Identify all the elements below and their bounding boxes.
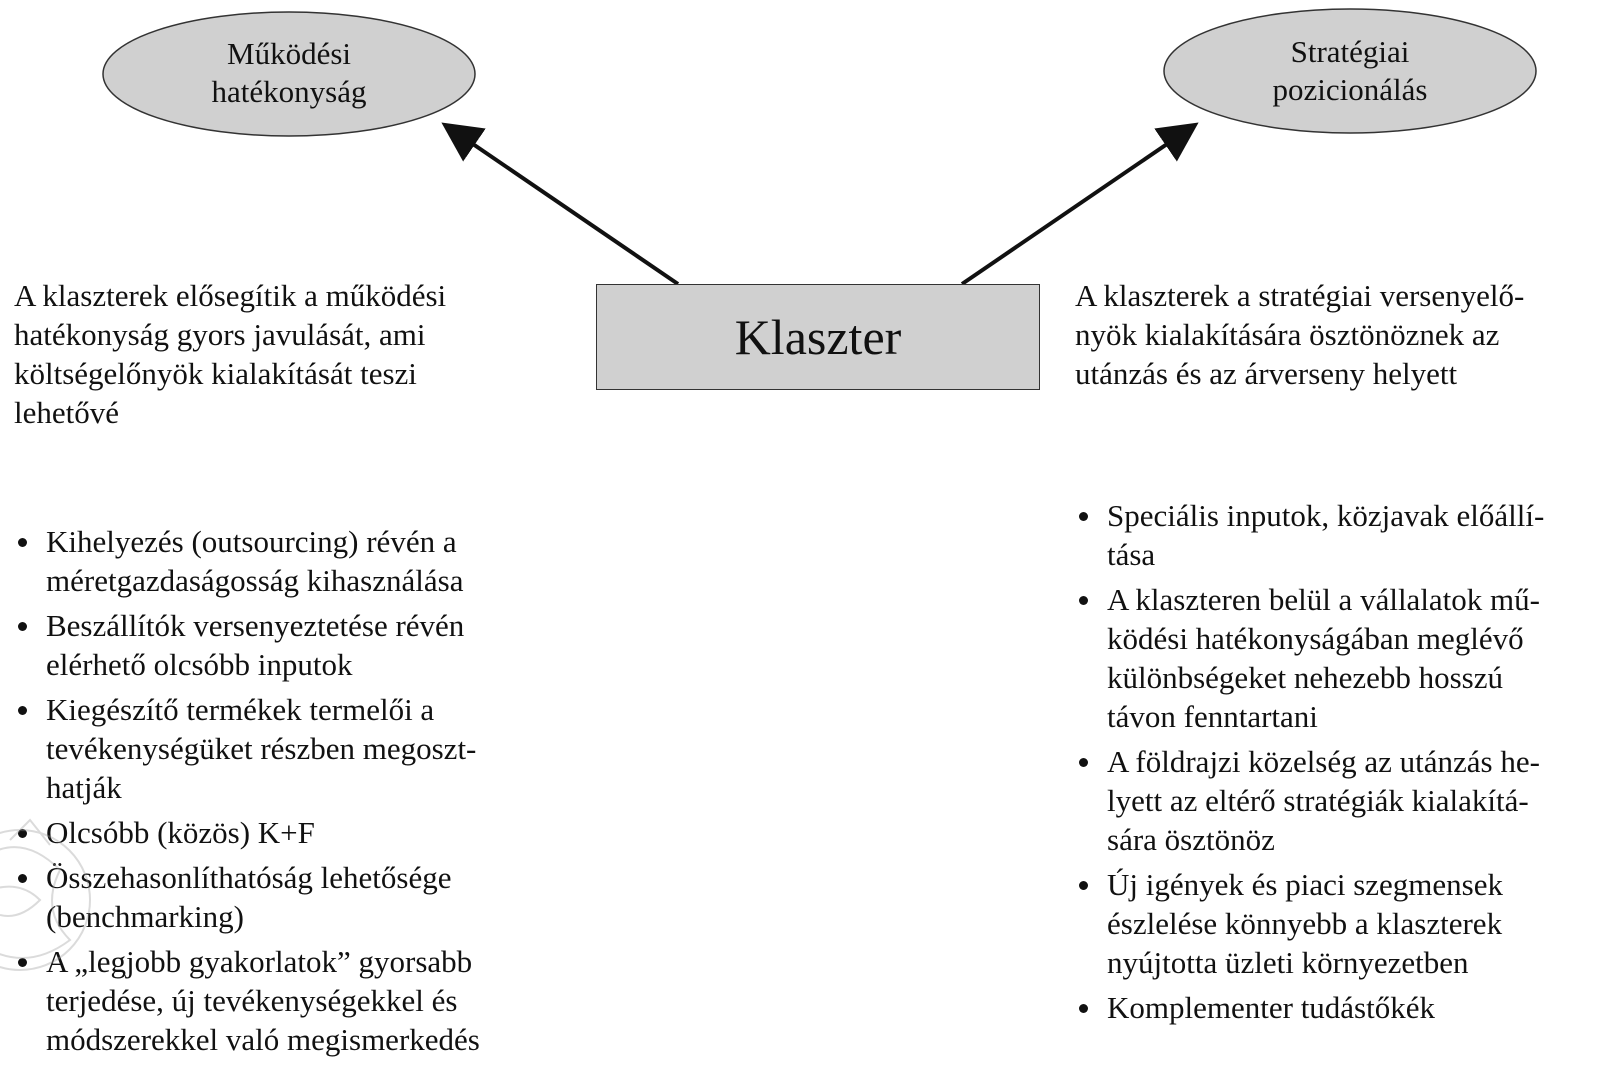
left-description-line: hatékonyság gyors javulását, ami	[14, 317, 426, 352]
left-description-line: költségelőnyök kialakítását teszi	[14, 356, 417, 391]
list-item: Olcsóbb (közös) K+F	[14, 813, 584, 852]
bullet-line: terjedése, új tevékenységekkel és	[46, 983, 458, 1018]
right-description: A klaszterek a stratégiai versenyelő- ny…	[1075, 276, 1605, 393]
bullet-line: tevékenységüket részben megoszt-	[46, 731, 477, 766]
right-description-line: nyök kialakítására ösztönöznek az	[1075, 317, 1500, 352]
watermark-emblem	[0, 818, 91, 971]
arrow-to-left-goal	[441, 122, 680, 286]
right-goal-line1: Stratégiai	[1290, 34, 1410, 69]
bullet-line: hatják	[46, 770, 122, 805]
bullet-line: ködési hatékonyságában meglévő	[1107, 621, 1524, 656]
list-item: Összehasonlíthatóság lehetősége (benchma…	[14, 858, 584, 936]
list-item: Új igények és piaci szegmensek észlelése…	[1075, 865, 1605, 982]
right-bullet-list: Speciális inputok, közjavak előállí- tás…	[1075, 496, 1605, 1033]
bullet-line: Kiegészítő termékek termelői a	[46, 692, 435, 727]
bullet-line: Olcsóbb (közös) K+F	[46, 815, 315, 850]
list-item: Beszállítók versenyeztetése révén elérhe…	[14, 606, 584, 684]
left-bullet-list: Kihelyezés (outsourcing) révén a méretga…	[14, 522, 584, 1065]
left-description-line: lehetővé	[14, 395, 120, 430]
bullet-line: Speciális inputok, közjavak előállí-	[1107, 498, 1545, 533]
list-item: A földrajzi közelség az utánzás he- lyet…	[1075, 742, 1605, 859]
bullet-line: távon fenntartani	[1107, 699, 1318, 734]
left-description-line: A klaszterek elősegítik a működési	[14, 278, 447, 313]
bullet-line: tása	[1107, 537, 1156, 572]
bullet-line: sára ösztönöz	[1107, 822, 1275, 857]
bullet-line: Beszállítók versenyeztetése révén	[46, 608, 465, 643]
right-goal-ellipse	[1163, 8, 1537, 134]
bullet-line: Összehasonlíthatóság lehetősége	[46, 860, 452, 895]
bullet-line: elérhető olcsóbb inputok	[46, 647, 353, 682]
bullet-line: Kihelyezés (outsourcing) révén a	[46, 524, 457, 559]
bullet-line: (benchmarking)	[46, 899, 244, 934]
bullet-line: különbségeket nehezebb hosszú	[1107, 660, 1503, 695]
bullet-line: Komplementer tudástőkék	[1107, 990, 1435, 1025]
arrow-to-right-goal	[960, 122, 1199, 286]
right-goal-line2: pozicionálás	[1272, 72, 1428, 107]
list-item: Komplementer tudástőkék	[1075, 988, 1605, 1027]
center-node-label: Klaszter	[734, 309, 902, 365]
list-item: Speciális inputok, közjavak előállí- tás…	[1075, 496, 1605, 574]
left-description: A klaszterek elősegítik a működési haték…	[14, 276, 574, 432]
right-description-line: A klaszterek a stratégiai versenyelő-	[1075, 278, 1525, 313]
left-goal-line2: hatékonyság	[211, 74, 367, 109]
left-goal-line1: Működési	[227, 36, 351, 71]
bullet-line: A „legjobb gyakorlatok” gyorsabb	[46, 944, 473, 979]
left-goal-ellipse	[102, 11, 476, 137]
bullet-line: A klaszteren belül a vállalatok mű-	[1107, 582, 1540, 617]
bullet-line: észlelése könnyebb a klaszterek	[1107, 906, 1503, 941]
bullet-line: nyújtotta üzleti környezetben	[1107, 945, 1469, 980]
left-goal-label: Működési hatékonyság	[103, 35, 475, 111]
bullet-line: méretgazdaságosság kihasználása	[46, 563, 464, 598]
bullet-line: módszerekkel való megismerkedés	[46, 1022, 480, 1057]
bullet-line: lyett az eltérő stratégiák kialakítá-	[1107, 783, 1529, 818]
bullet-line: Új igények és piaci szegmensek	[1107, 867, 1503, 902]
list-item: A „legjobb gyakorlatok” gyorsabb terjedé…	[14, 942, 584, 1059]
bullet-line: A földrajzi közelség az utánzás he-	[1107, 744, 1540, 779]
right-goal-label: Stratégiai pozicionálás	[1164, 33, 1536, 109]
right-description-line: utánzás és az árverseny helyett	[1075, 356, 1458, 391]
center-node-klaszter: Klaszter	[596, 284, 1040, 390]
list-item: Kihelyezés (outsourcing) révén a méretga…	[14, 522, 584, 600]
list-item: A klaszteren belül a vállalatok mű- ködé…	[1075, 580, 1605, 736]
list-item: Kiegészítő termékek termelői a tevékenys…	[14, 690, 584, 807]
